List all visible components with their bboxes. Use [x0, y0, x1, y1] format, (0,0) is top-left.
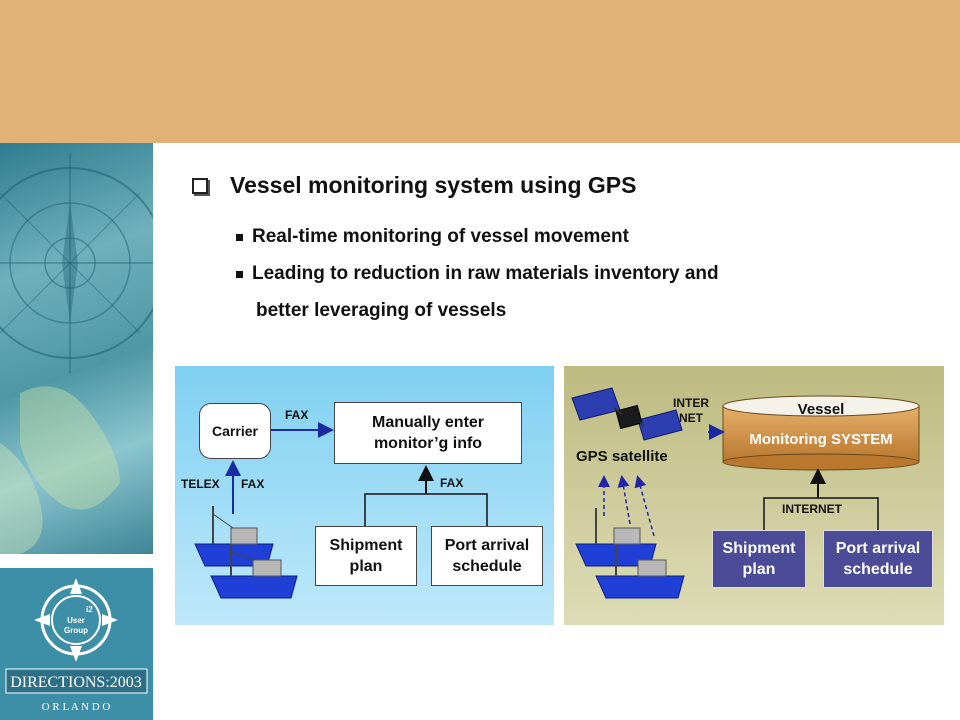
- shipment-plan-box-gps: Shipment plan: [712, 530, 806, 588]
- internet-top-line-2: NET: [679, 411, 703, 425]
- logo-badge-line-2: User: [67, 616, 85, 625]
- shipment-plan-box: Shipment plan: [315, 526, 417, 586]
- manual-process-diagram: Carrier FAX Manually enter monitor’g inf…: [175, 366, 554, 625]
- header-band: [0, 0, 960, 143]
- port-arrival-box-gps: Port arrival schedule: [823, 530, 933, 588]
- vessel-icon-2: [210, 544, 298, 599]
- gps-signal-arrow-3: [634, 475, 655, 537]
- slide-title: Vessel monitoring system using GPS: [230, 172, 637, 198]
- logo-emblem: i2 User Group DIRECTIONS:2003 O R L A N …: [5, 578, 148, 713]
- gps-satellite-label: GPS satellite: [576, 448, 668, 465]
- port-arrival-gps-line-2: schedule: [843, 561, 913, 578]
- internet-mid-label: INTERNET: [782, 502, 842, 516]
- satellite-icon: [571, 387, 683, 441]
- internet-top-label: INTER NET: [673, 396, 709, 426]
- manual-entry-line-2: monitor’g info: [373, 435, 483, 452]
- manual-entry-box: Manually enter monitor’g info: [334, 402, 522, 464]
- logo-badge-line-3: Group: [64, 626, 88, 635]
- port-arrival-gps-line-1: Port arrival: [835, 540, 921, 557]
- fax-mid-label: FAX: [440, 476, 464, 490]
- shipment-plan-gps-line-1: Shipment: [722, 540, 796, 557]
- checkbox-bullet-icon: [192, 177, 208, 194]
- shipment-plan-line-1: Shipment: [329, 537, 403, 554]
- bullet-1-text: Real-time monitoring of vessel movement: [252, 226, 629, 247]
- port-arrival-line-1: Port arrival: [444, 537, 530, 554]
- vessel-icon-1: [194, 506, 274, 567]
- right-diagram-graphics: Vessel Monitoring SYSTEM: [571, 387, 920, 599]
- plans-bracket: [364, 493, 488, 526]
- slide-title-row: Vessel monitoring system using GPS: [192, 172, 636, 199]
- port-arrival-line-2: schedule: [452, 558, 522, 575]
- internet-top-line-1: INTER: [673, 396, 709, 410]
- telex-label: TELEX: [181, 477, 220, 491]
- shipment-plan-line-2: plan: [349, 558, 383, 575]
- monitoring-system-label: Monitoring SYSTEM: [749, 431, 892, 448]
- left-diagram-connectors: [194, 422, 488, 599]
- square-bullet-icon: [236, 233, 243, 241]
- square-bullet-icon: [236, 270, 243, 278]
- port-arrival-box: Port arrival schedule: [431, 526, 543, 586]
- fax-left-label: FAX: [241, 477, 265, 491]
- logo-event-name: DIRECTIONS:2003: [10, 674, 142, 691]
- vessel-icon-gps-2: [595, 546, 685, 599]
- logo-badge-line-1: i2: [86, 605, 93, 614]
- manual-entry-line-1: Manually enter: [371, 414, 485, 431]
- conference-logo: i2 User Group DIRECTIONS:2003 O R L A N …: [0, 568, 153, 720]
- bullet-2-continuation: better leveraging of vessels: [256, 300, 507, 321]
- bullet-1: Real-time monitoring of vessel movement: [236, 226, 629, 248]
- fax-top-label: FAX: [285, 408, 309, 422]
- logo-city: O R L A N D O: [42, 701, 111, 713]
- shipment-plan-gps-line-2: plan: [742, 561, 776, 578]
- carrier-box: Carrier: [199, 403, 271, 459]
- vessel-label: Vessel: [798, 401, 845, 418]
- gps-process-diagram: INTER NET GPS satellite INTERNET Shipmen…: [564, 366, 944, 625]
- decorative-map-panel: [0, 143, 153, 554]
- carrier-label: Carrier: [212, 423, 258, 439]
- bullet-2-text: Leading to reduction in raw materials in…: [252, 263, 719, 284]
- gps-signal-arrow-2: [617, 475, 631, 525]
- gps-plans-bracket: [763, 497, 879, 530]
- monitoring-system-cylinder: Vessel Monitoring SYSTEM: [722, 395, 920, 471]
- panel-gap: [0, 554, 153, 568]
- bullet-2: Leading to reduction in raw materials in…: [236, 263, 719, 285]
- compass-map-art: [0, 153, 153, 554]
